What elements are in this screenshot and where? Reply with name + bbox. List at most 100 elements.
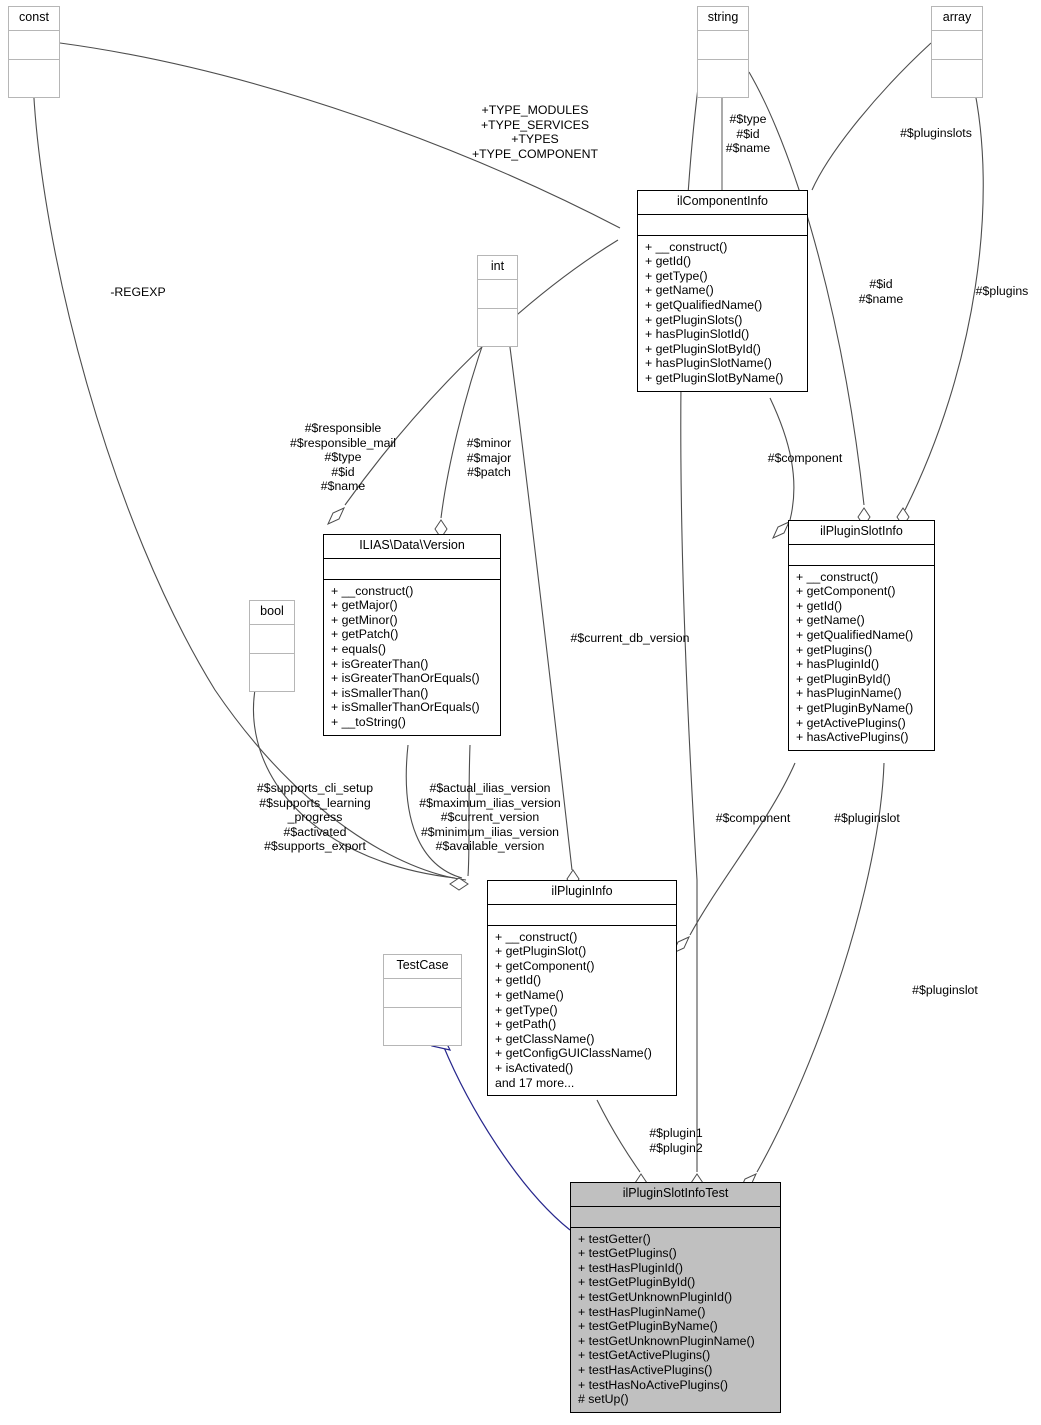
class-attributes-array bbox=[932, 31, 982, 60]
class-box-int[interactable]: int bbox=[477, 255, 518, 347]
class-operation: + __construct() bbox=[331, 583, 414, 598]
class-operation: + getComponent() bbox=[495, 958, 595, 973]
edge-label-const-types: +TYPE_MODULES +TYPE_SERVICES +TYPES +TYP… bbox=[471, 103, 599, 161]
class-operation: + getQualifiedName() bbox=[796, 628, 914, 642]
class-operation: + getName() bbox=[796, 613, 865, 628]
class-operation: + hasPluginSlotName() bbox=[645, 356, 772, 371]
class-operation: + testGetPluginById() bbox=[578, 1275, 696, 1290]
class-operations-ilplugininfo: + __construct()+ getPluginSlot()+ getCom… bbox=[488, 926, 676, 1096]
class-operation: + getPluginById() bbox=[796, 671, 891, 686]
class-operation: + testHasPluginName() bbox=[578, 1304, 706, 1319]
class-operation: + equals() bbox=[331, 642, 387, 656]
class-box-ilpluginslotinfotest[interactable]: ilPluginSlotInfoTest + testGetter()+ tes… bbox=[570, 1182, 781, 1413]
class-operation: # setUp() bbox=[578, 1392, 629, 1407]
edge-label-slot-pluginslot-test: #$pluginslot bbox=[912, 983, 978, 997]
class-operation: + hasPluginName() bbox=[796, 686, 902, 701]
class-operations-ilcomponentinfo: + __construct()+ getId()+ getType()+ get… bbox=[638, 236, 807, 391]
class-operation: + getId() bbox=[645, 254, 692, 269]
class-operations-array bbox=[932, 60, 982, 97]
class-attributes-testcase bbox=[384, 979, 461, 1008]
class-box-bool[interactable]: bool bbox=[249, 600, 295, 692]
class-operation: + getName() bbox=[645, 283, 714, 298]
class-operation: + __construct() bbox=[645, 239, 728, 254]
class-operation: + isGreaterThan() bbox=[331, 656, 429, 671]
class-operations-string bbox=[698, 60, 748, 97]
class-operation: + testGetPluginByName() bbox=[578, 1319, 718, 1334]
class-operation: + getPluginSlotById() bbox=[645, 341, 761, 356]
class-box-ilcomponentinfo[interactable]: ilComponentInfo + __construct()+ getId()… bbox=[637, 190, 808, 392]
class-box-ilpluginslotinfo[interactable]: ilPluginSlotInfo + __construct()+ getCom… bbox=[788, 520, 935, 751]
class-title-array: array bbox=[932, 7, 982, 31]
class-operation: + getPluginSlotByName() bbox=[645, 370, 784, 385]
edge-int-to-version bbox=[440, 331, 488, 519]
aggregation-diamond-componentinfo-slot bbox=[771, 520, 791, 540]
class-operation: + getPath() bbox=[495, 1017, 557, 1032]
class-operations-bool bbox=[250, 654, 294, 691]
class-operation: + isSmallerThanOrEquals() bbox=[331, 700, 480, 715]
class-attributes-ilpluginslotinfo bbox=[789, 545, 934, 566]
class-box-testcase[interactable]: TestCase bbox=[383, 954, 462, 1046]
edge-label-version-plugininfo: #$actual_ilias_version #$maximum_ilias_v… bbox=[419, 781, 561, 854]
class-attributes-version bbox=[324, 559, 500, 580]
class-operations-int bbox=[478, 309, 517, 346]
class-box-string[interactable]: string bbox=[697, 6, 749, 98]
class-title-testcase: TestCase bbox=[384, 955, 461, 979]
class-operation: + testGetUnknownPluginId() bbox=[578, 1290, 733, 1304]
class-box-const[interactable]: const bbox=[8, 6, 60, 98]
edge-label-int-current-db-version: #$current_db_version bbox=[570, 631, 690, 645]
class-box-array[interactable]: array bbox=[931, 6, 983, 98]
class-title-ilplugininfo: ilPluginInfo bbox=[488, 881, 676, 905]
class-title-ilpluginslotinfo: ilPluginSlotInfo bbox=[789, 521, 934, 545]
class-operation: + testGetActivePlugins() bbox=[578, 1348, 711, 1363]
class-title-ilpluginslotinfotest: ilPluginSlotInfoTest bbox=[571, 1183, 780, 1207]
class-operation: + getClassName() bbox=[495, 1031, 595, 1046]
class-operation: + testGetPlugins() bbox=[578, 1246, 677, 1261]
edge-label-version-responsible: #$responsible #$responsible_mail #$type … bbox=[290, 421, 396, 494]
class-operations-ilpluginslotinfotest: + testGetter()+ testGetPlugins() + testHa… bbox=[571, 1228, 780, 1412]
class-title-version: ILIAS\Data\Version bbox=[324, 535, 500, 559]
edge-label-int-version: #$minor #$major #$patch bbox=[466, 436, 512, 480]
class-operations-version: + __construct()+ getMajor()+ getMinor()+… bbox=[324, 580, 500, 735]
class-operation: + testGetUnknownPluginName() bbox=[578, 1333, 755, 1348]
edge-label-string-slot-idname: #$id #$name bbox=[858, 277, 904, 306]
class-operation: + getPluginSlot() bbox=[495, 944, 587, 959]
edge-label-componentinfo-component: #$component bbox=[767, 451, 843, 465]
class-operation: + getType() bbox=[645, 268, 708, 283]
class-operation: + getPatch() bbox=[331, 627, 399, 642]
class-operation: + hasPluginSlotId() bbox=[645, 327, 750, 342]
edge-label-bool-flags: #$supports_cli_setup #$supports_learning… bbox=[256, 781, 374, 854]
class-operation: + testGetter() bbox=[578, 1231, 651, 1246]
class-operation: + getMajor() bbox=[331, 598, 398, 613]
aggregation-diamond-bool-plugininfo bbox=[449, 877, 469, 891]
class-operation: + __construct() bbox=[796, 569, 879, 584]
class-attributes-int bbox=[478, 280, 517, 309]
class-operation: + getPlugins() bbox=[796, 642, 873, 657]
class-operation: + __construct() bbox=[495, 929, 578, 944]
class-attributes-string bbox=[698, 31, 748, 60]
class-title-int: int bbox=[478, 256, 517, 280]
aggregation-diamond-version-left bbox=[326, 506, 346, 526]
class-box-version[interactable]: ILIAS\Data\Version + __construct()+ getM… bbox=[323, 534, 501, 736]
class-box-ilplugininfo[interactable]: ilPluginInfo + __construct()+ getPluginS… bbox=[487, 880, 677, 1097]
class-operation: + testHasNoActivePlugins() bbox=[578, 1377, 729, 1392]
class-attributes-ilplugininfo bbox=[488, 905, 676, 926]
class-operation: + getMinor() bbox=[331, 612, 398, 627]
class-operation: + getId() bbox=[796, 598, 843, 613]
edge-label-const-regexp: -REGEXP bbox=[110, 285, 166, 299]
class-operation: + isGreaterThanOrEquals() bbox=[331, 671, 480, 686]
class-attributes-ilpluginslotinfotest bbox=[571, 1206, 780, 1228]
class-operation: and 17 more... bbox=[495, 1075, 575, 1090]
class-title-bool: bool bbox=[250, 601, 294, 625]
class-operations-ilpluginslotinfo: + __construct()+ getComponent()+ getId()… bbox=[789, 566, 934, 750]
class-attributes-const bbox=[9, 31, 59, 60]
class-operation: + testHasActivePlugins() bbox=[578, 1362, 713, 1377]
class-operation: + isActivated() bbox=[495, 1060, 574, 1075]
class-operation: + getQualifiedName() bbox=[645, 298, 763, 312]
class-operation: + hasPluginId() bbox=[796, 657, 880, 672]
edge-label-array-plugins: #$plugins bbox=[975, 284, 1029, 298]
class-operation: + getActivePlugins() bbox=[796, 715, 906, 730]
class-operation: + getType() bbox=[495, 1002, 558, 1017]
class-operation: + getComponent() bbox=[796, 584, 896, 599]
edge-label-string-component: #$type #$id #$name bbox=[725, 112, 771, 156]
